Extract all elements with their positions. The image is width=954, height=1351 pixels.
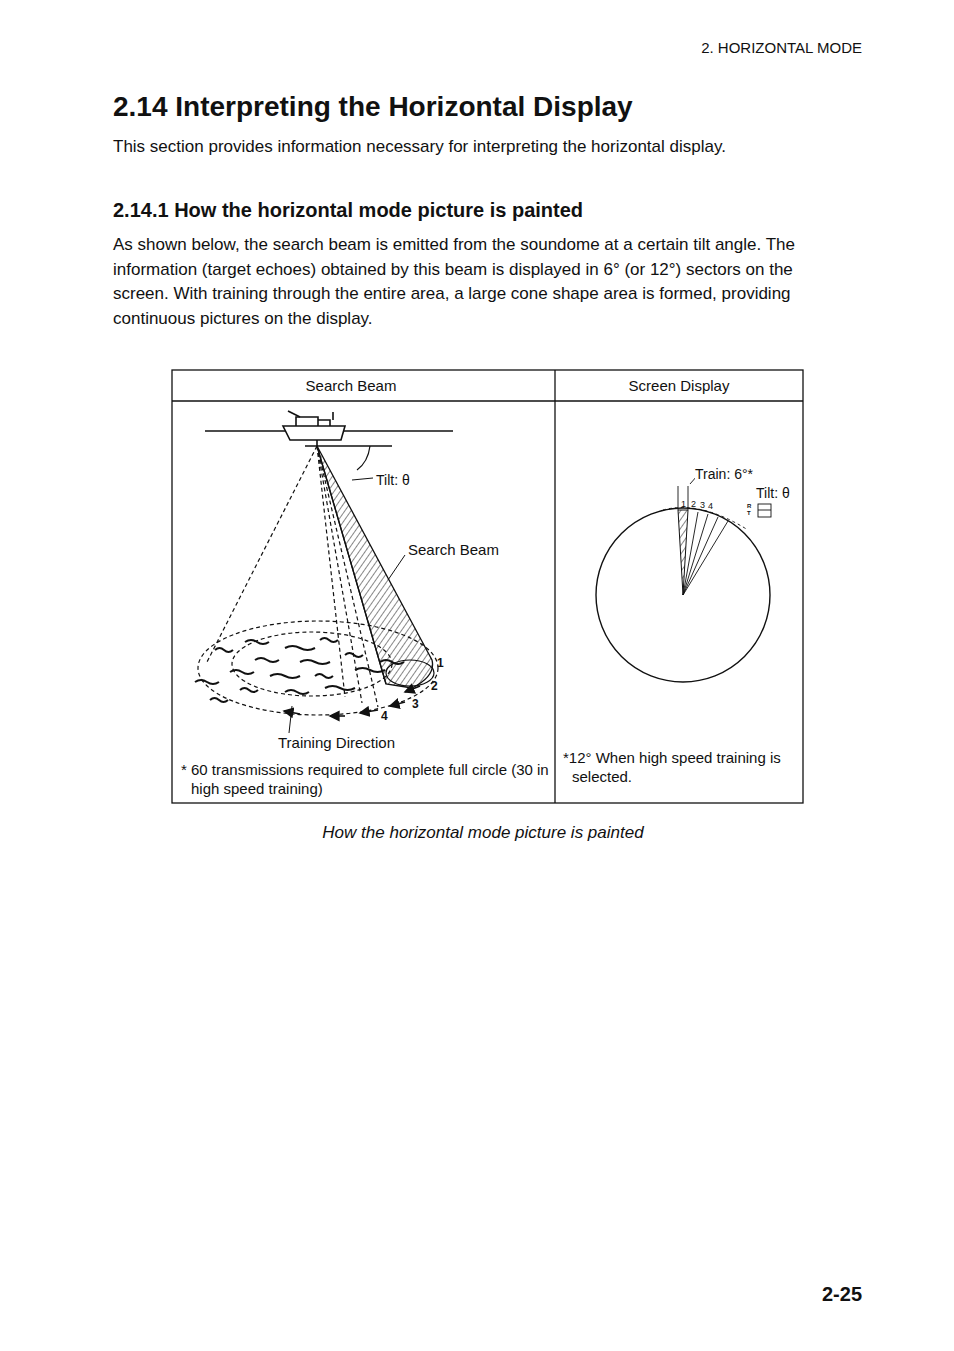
tilt-arc [357, 446, 370, 470]
mode-letter: T [747, 510, 751, 517]
callout-number: 1 [437, 656, 444, 670]
sector-number: 1 [681, 499, 686, 510]
train-label: Train: 6°* [695, 466, 753, 483]
sector-number: 3 [700, 500, 705, 511]
table-header: Screen Display [629, 377, 730, 395]
mode-letter: R [747, 503, 751, 510]
page-title: 2.14 Interpreting the Horizontal Display [113, 90, 633, 124]
figure-caption: How the horizontal mode picture is paint… [322, 823, 643, 843]
sector-number: 2 [691, 499, 696, 510]
sector-number: 4 [708, 501, 713, 512]
sea-texture [195, 638, 404, 702]
beam-label: Search Beam [408, 541, 499, 559]
training-arrows [284, 686, 420, 716]
screen-display [596, 476, 771, 682]
body-text: As shown below, the search beam is emitt… [113, 233, 843, 331]
search-cone [198, 446, 438, 715]
search-beam [317, 446, 433, 688]
callout-number: 4 [381, 709, 388, 723]
training-label: Training Direction [278, 734, 395, 752]
footnote: *12° When high speed training is selecte… [563, 748, 807, 786]
tilt-indicator: Tilt: θ [756, 485, 790, 502]
running-header: 2. HORIZONTAL MODE [701, 39, 862, 57]
section-heading: 2.14.1 How the horizontal mode picture i… [113, 198, 583, 222]
boat [205, 411, 453, 446]
table-header: Search Beam [306, 377, 397, 395]
beam-label: Tilt: θ [376, 472, 410, 489]
callout-number: 2 [431, 679, 438, 693]
page-number: 2-25 [822, 1282, 862, 1306]
callout-number: 3 [412, 697, 419, 711]
table-frame [172, 370, 803, 803]
intro-text: This section provides information necess… [113, 137, 853, 157]
footnote: * 60 transmissions required to complete … [181, 760, 551, 798]
